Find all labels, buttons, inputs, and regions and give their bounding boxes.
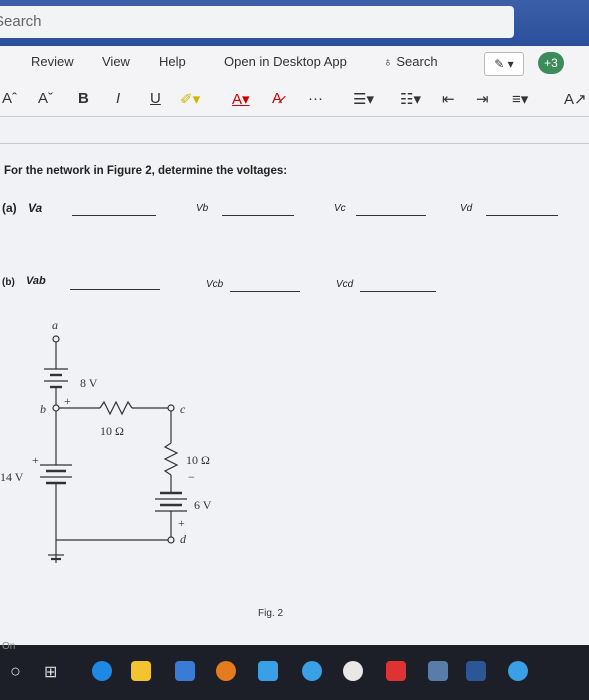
- resistor-right-zigzag: [163, 442, 179, 476]
- title-bar: Search: [0, 0, 589, 46]
- blank-vcb[interactable]: [230, 291, 300, 292]
- pen-dropdown-button[interactable]: ✎ ▾: [484, 52, 524, 76]
- document-page[interactable]: For the network in Figure 2, determine t…: [0, 117, 589, 645]
- more-button[interactable]: ···: [308, 90, 323, 107]
- pen-icon: ✎ ▾: [494, 57, 514, 71]
- numbering-icon[interactable]: ☷▾: [400, 91, 421, 108]
- tab-view[interactable]: View: [102, 54, 130, 69]
- start-circle-icon[interactable]: ○: [10, 661, 21, 681]
- format-toolbar: Aˆ Aˇ B I U ✐▾ A▾ A̷ ··· ☰▾ ☷▾ ⇤ ⇥ ≡▾ A↗: [0, 82, 589, 117]
- lightbulb-icon: ♁: [383, 54, 393, 69]
- var-va: Va: [28, 201, 43, 215]
- blank-vd[interactable]: [486, 215, 558, 216]
- font-shrink-label: A: [38, 90, 49, 107]
- resistor-top-zigzag: [99, 400, 133, 416]
- chrome-icon[interactable]: [302, 661, 322, 681]
- ribbon-search-label: Search: [396, 54, 438, 69]
- figure-caption: Fig. 2: [258, 608, 284, 619]
- battery-6-plus: +: [178, 516, 185, 530]
- node-b-label: b: [40, 402, 46, 416]
- row-a-label: (a): [2, 201, 17, 215]
- battery-6-label: 6 V: [194, 498, 212, 512]
- italic-button[interactable]: I: [116, 90, 121, 107]
- office-icon[interactable]: [386, 661, 406, 681]
- indent-icon[interactable]: ⇥: [476, 91, 489, 108]
- tab-help[interactable]: Help: [159, 54, 186, 69]
- file-explorer-icon[interactable]: [131, 661, 151, 681]
- var-vcb: Vcb: [206, 279, 224, 290]
- tab-open-desktop[interactable]: Open in Desktop App: [224, 54, 347, 69]
- node-d-terminal: [167, 536, 175, 544]
- search-box[interactable]: Search: [0, 6, 514, 38]
- font-grow-button[interactable]: Aˆ: [2, 90, 18, 107]
- blank-vcd[interactable]: [360, 291, 436, 292]
- blank-vb[interactable]: [222, 215, 294, 216]
- battery-14-plus: +: [32, 453, 39, 467]
- blank-vab[interactable]: [70, 289, 160, 290]
- battery-14-label: 14 V: [0, 470, 24, 484]
- node-c-terminal: [167, 404, 175, 412]
- word-icon[interactable]: [466, 661, 486, 681]
- var-vab: Vab: [26, 275, 46, 287]
- collaborators-badge[interactable]: +3: [538, 52, 564, 74]
- task-view-icon[interactable]: ⊞: [44, 664, 58, 681]
- itunes-icon[interactable]: [343, 661, 363, 681]
- bold-button[interactable]: B: [78, 90, 89, 107]
- node-a-label: a: [52, 318, 58, 332]
- font-grow-label: A: [2, 90, 13, 107]
- ribbon-search[interactable]: ♁ Search: [383, 54, 438, 69]
- styles-icon[interactable]: A↗: [564, 91, 587, 108]
- search-label: Search: [0, 13, 42, 30]
- node-d-label: d: [180, 532, 187, 546]
- chrome2-icon[interactable]: [508, 661, 528, 681]
- store-icon[interactable]: [175, 661, 195, 681]
- clear-format-icon[interactable]: A̷: [272, 90, 283, 107]
- battery-8-label: 8 V: [80, 376, 98, 390]
- taskbar: On ○ ⊞: [0, 641, 589, 700]
- firefox-icon[interactable]: [216, 661, 236, 681]
- resistor-right-label: 10 Ω: [186, 453, 210, 467]
- ribbon-tabs: Review View Help Open in Desktop App ♁ S…: [0, 46, 589, 82]
- node-c-label: c: [180, 402, 186, 416]
- status-text: On: [2, 641, 16, 652]
- mail-icon[interactable]: [258, 661, 278, 681]
- edge-icon[interactable]: [92, 661, 112, 681]
- blank-vc[interactable]: [356, 215, 426, 216]
- ruler-line: [0, 143, 589, 144]
- var-vc: Vc: [334, 203, 346, 214]
- outdent-icon[interactable]: ⇤: [442, 91, 455, 108]
- node-b-terminal: [52, 404, 60, 412]
- blank-va[interactable]: [72, 215, 156, 216]
- question-prompt: For the network in Figure 2, determine t…: [4, 165, 288, 177]
- font-color-button[interactable]: A▾: [232, 91, 250, 108]
- underline-button[interactable]: U: [150, 90, 161, 107]
- teams-icon[interactable]: [428, 661, 448, 681]
- bullets-icon[interactable]: ☰▾: [353, 91, 374, 108]
- row-b-label: (b): [2, 277, 15, 288]
- battery-8-plus: +: [64, 394, 71, 408]
- battery-6-minus: −: [188, 470, 195, 484]
- highlight-icon[interactable]: ✐▾: [180, 91, 201, 108]
- var-vcd: Vcd: [336, 279, 354, 290]
- node-a-terminal: [52, 335, 60, 343]
- font-shrink-button[interactable]: Aˇ: [38, 90, 54, 107]
- var-vb: Vb: [196, 203, 209, 214]
- align-icon[interactable]: ≡▾: [512, 91, 529, 108]
- tab-review[interactable]: Review: [31, 54, 74, 69]
- circuit-figure: a b c d 8 V + 10 Ω 10 Ω − 6 V + + 14 V: [0, 318, 212, 563]
- font-color-label: A: [232, 91, 243, 108]
- var-vd: Vd: [460, 203, 473, 214]
- resistor-top-label: 10 Ω: [100, 424, 124, 438]
